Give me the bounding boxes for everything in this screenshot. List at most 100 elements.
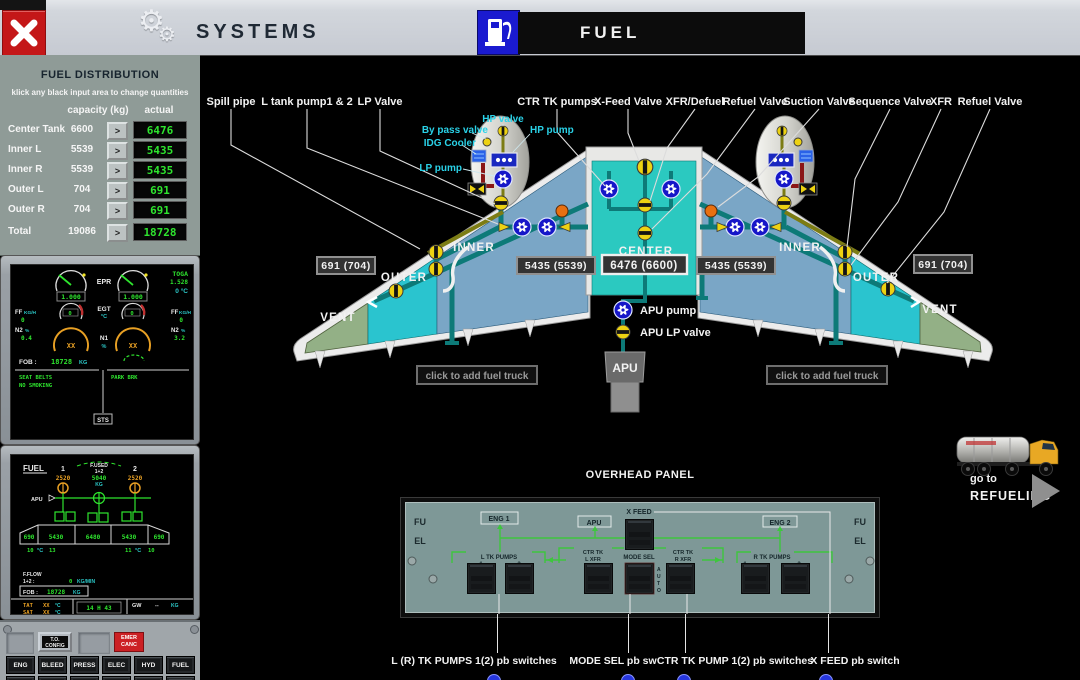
ecam-page-button-cond[interactable]: COND — [38, 676, 67, 680]
outer-refuel-valve-icon — [880, 281, 896, 297]
info-dot[interactable] — [819, 674, 833, 680]
x-feed-button[interactable] — [624, 518, 655, 551]
refueling-arrow-button[interactable] — [1032, 474, 1060, 508]
ecam-page-button-press[interactable]: PRESS — [70, 656, 99, 674]
ecam-page-button-door[interactable]: DOOR — [70, 676, 99, 680]
suction-valve-icon — [704, 204, 718, 218]
row-label: Center Tank — [8, 124, 66, 135]
left-engine-components — [467, 125, 518, 211]
svg-text:0 °C: 0 °C — [175, 287, 188, 295]
svg-text:%: % — [181, 328, 186, 334]
mode-sel-button[interactable] — [624, 562, 655, 595]
n1-gauges: XX XX N1 % — [53, 327, 151, 352]
svg-text:FOB :: FOB : — [23, 590, 38, 596]
ecam-page-button-wheel[interactable]: WHEEL — [102, 676, 131, 680]
to-config-button[interactable]: T.O.CONFIG — [38, 632, 72, 652]
fuel-truck-image[interactable] — [954, 428, 1066, 480]
svg-text:Spill pipe: Spill pipe — [207, 96, 256, 108]
ecam-page-button-eng[interactable]: ENG — [6, 656, 35, 674]
r-tk-pump-2-button[interactable] — [780, 562, 811, 595]
close-button[interactable] — [2, 10, 46, 56]
svg-text:1: 1 — [61, 466, 65, 473]
overhead-panel-face: FUEL FUEL — [405, 502, 875, 614]
svg-text:XX: XX — [67, 342, 76, 350]
component-callouts: Spill pipe L tank pump1 & 2 LP Valve CTR… — [207, 96, 1023, 108]
ecam-page-button-elec[interactable]: ELEC — [102, 656, 131, 674]
svg-text:FUEL: FUEL — [23, 464, 44, 473]
svg-text:Refuel Valve: Refuel Valve — [958, 96, 1023, 108]
svg-text:691 (704): 691 (704) — [918, 259, 967, 271]
ecam-page-button-bleed[interactable]: BLEED — [38, 656, 67, 674]
vent-chevrons — [365, 295, 922, 309]
quantity-input[interactable]: 6476 — [133, 121, 187, 139]
quantity-input[interactable]: 691 — [133, 181, 187, 199]
sequence-valve-icon — [428, 244, 444, 260]
svg-text:XFR/Defuel: XFR/Defuel — [666, 96, 725, 108]
svg-text:STS: STS — [97, 418, 109, 424]
close-icon — [10, 19, 38, 47]
table-row: Outer R 704 > 691 — [0, 201, 200, 220]
svg-text:13: 13 — [49, 548, 56, 554]
quantity-input[interactable]: 18728 — [133, 223, 187, 241]
annotation-x-feed: X FEED pb switch — [810, 655, 900, 667]
svg-text:HP valve: HP valve — [482, 114, 524, 125]
blank-recess — [6, 632, 34, 654]
table-row: Total 19086 > 18728 — [0, 223, 200, 242]
svg-text:0: 0 — [130, 311, 133, 317]
svg-text:0: 0 — [69, 579, 72, 585]
svg-text:11: 11 — [125, 548, 132, 554]
svg-text:N2: N2 — [15, 328, 23, 334]
svg-text:R TK PUMPS: R TK PUMPS — [753, 555, 790, 561]
fuel-pump-icon[interactable] — [477, 10, 520, 55]
outer-refuel-valve-icon — [388, 283, 404, 299]
ctr-tk-l-xfr-button[interactable] — [583, 562, 614, 595]
info-dot[interactable] — [621, 674, 635, 680]
info-dot[interactable] — [677, 674, 691, 680]
ctr-tk-r-xfr-button[interactable] — [665, 562, 696, 595]
transfer-arrow-button[interactable]: > — [107, 122, 128, 140]
transfer-arrow-button[interactable]: > — [107, 202, 128, 220]
svg-text:ENG 2: ENG 2 — [769, 520, 790, 527]
tab-systems[interactable]: SYSTEMS — [196, 21, 320, 43]
info-dot[interactable] — [487, 674, 501, 680]
svg-text:VENT: VENT — [922, 304, 957, 316]
ecam-page-button-apu[interactable]: APU — [6, 676, 35, 680]
transfer-arrow-button[interactable]: > — [107, 224, 128, 242]
ecam-page-button-hyd[interactable]: HYD — [134, 656, 163, 674]
transfer-arrow-button[interactable]: > — [107, 142, 128, 160]
svg-text:0: 0 — [21, 317, 25, 324]
svg-text:L TK PUMPS: L TK PUMPS — [481, 555, 517, 561]
leader-line — [828, 614, 829, 653]
add-fuel-truck-left[interactable]: click to add fuel truck — [416, 365, 538, 385]
refueling-label[interactable]: REFUELING — [970, 489, 1052, 503]
svg-text:690: 690 — [154, 534, 165, 541]
fuel-system-diagram: APU APU pump APU LP valve Spill pipe L t… — [207, 96, 1023, 413]
svg-text:FOB :: FOB : — [19, 359, 37, 366]
svg-text:14 H 43: 14 H 43 — [86, 605, 112, 612]
ecam-page-button-fuel[interactable]: FUEL — [166, 656, 195, 674]
svg-text:MODE SEL: MODE SEL — [623, 555, 655, 561]
l-tk-pump-1-button[interactable] — [466, 562, 497, 595]
svg-text:KG: KG — [73, 590, 81, 596]
quantity-input[interactable]: 5435 — [133, 141, 187, 159]
ecam-page-button-fctl[interactable]: F.CTL — [134, 676, 163, 680]
quantity-input[interactable]: 691 — [133, 201, 187, 219]
r-tk-pump-1-button[interactable] — [740, 562, 771, 595]
svg-text:KG: KG — [79, 360, 87, 366]
l-tk-pump-2-button[interactable] — [504, 562, 535, 595]
svg-text:Suction Valve: Suction Valve — [783, 96, 855, 108]
transfer-arrow-button[interactable]: > — [107, 182, 128, 200]
add-fuel-truck-right[interactable]: click to add fuel truck — [766, 365, 888, 385]
row-label: Inner R — [8, 164, 43, 175]
ecam-page-button-all[interactable]: ALL — [166, 676, 195, 680]
overhead-panel: FUEL FUEL — [400, 497, 880, 618]
tab-fuel[interactable]: FUEL — [518, 12, 805, 54]
quantity-input[interactable]: 5435 — [133, 161, 187, 179]
annotation-mode-sel: MODE SEL pb sw — [569, 655, 657, 667]
apu-box-label: APU — [612, 361, 637, 375]
svg-text:KG/MIN: KG/MIN — [77, 579, 95, 585]
transfer-arrow-button[interactable]: > — [107, 162, 128, 180]
